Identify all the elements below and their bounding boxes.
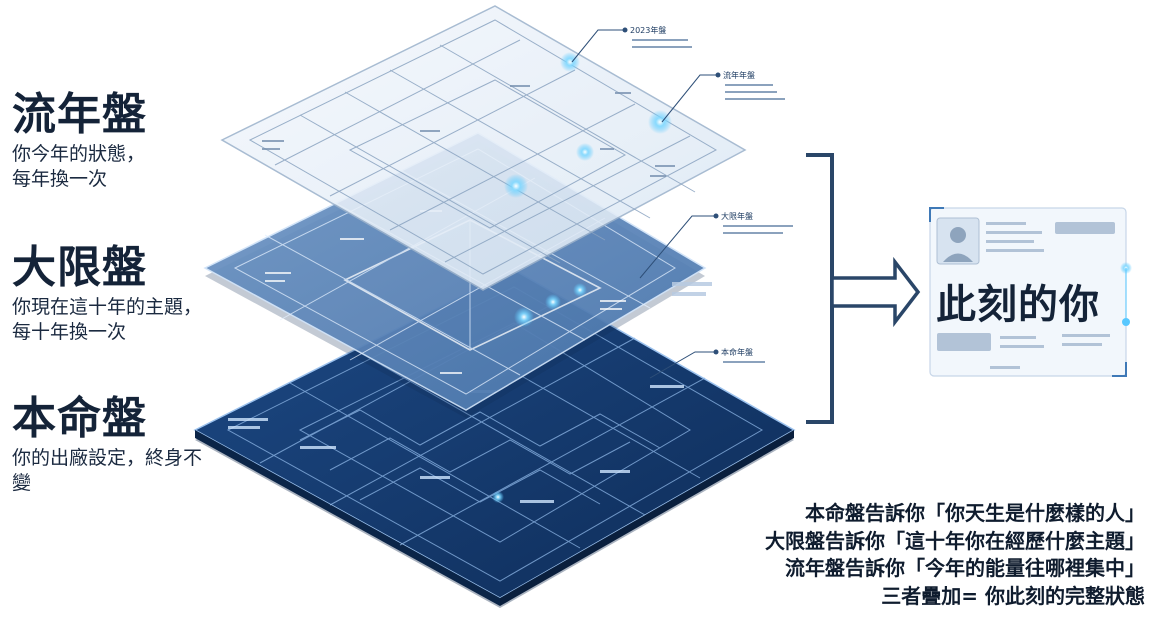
layer-desc-line: 變 bbox=[12, 471, 257, 496]
layer-desc-line: 你現在這十年的主題， bbox=[12, 295, 202, 320]
layer-desc: 你今年的狀態， 每年換一次 bbox=[12, 142, 147, 191]
layer-desc-line: 每年換一次 bbox=[12, 167, 147, 192]
layer-title: 本命盤 bbox=[12, 396, 257, 442]
layer-label-daxian: 大限盤 你現在這十年的主題， 每十年換一次 bbox=[12, 245, 202, 345]
result-title: 此刻的你 bbox=[936, 272, 1100, 330]
callout-liunian: 流年年盤 bbox=[723, 70, 755, 80]
layer-desc: 你現在這十年的主題， 每十年換一次 bbox=[12, 295, 202, 344]
layer-desc-line: 每十年換一次 bbox=[12, 320, 202, 345]
callout-daxian: 大限年盤 bbox=[721, 211, 753, 221]
summary: 本命盤告訴你「你天生是什麼樣的人」 大限盤告訴你「這十年你在經歷什麼主題」 流年… bbox=[765, 500, 1145, 610]
summary-line: 本命盤告訴你「你天生是什麼樣的人」 bbox=[765, 500, 1145, 528]
layer-label-benming: 本命盤 你的出廠設定，終身不 變 bbox=[12, 396, 257, 496]
arrow-icon bbox=[832, 262, 918, 322]
avatar bbox=[937, 218, 979, 264]
layer-title: 流年盤 bbox=[12, 92, 147, 138]
summary-line: 三者疊加= 你此刻的完整狀態 bbox=[765, 583, 1145, 611]
layer-desc: 你的出廠設定，終身不 變 bbox=[12, 446, 257, 495]
layer-title: 大限盤 bbox=[12, 245, 202, 291]
summary-line: 大限盤告訴你「這十年你在經歷什麼主題」 bbox=[765, 528, 1145, 556]
layer-desc-line: 你的出廠設定，終身不 bbox=[12, 446, 257, 471]
callout-detail-lines bbox=[632, 39, 793, 363]
layer-desc-line: 你今年的狀態， bbox=[12, 142, 147, 167]
bracket bbox=[806, 155, 832, 422]
layer-label-liunian: 流年盤 你今年的狀態， 每年換一次 bbox=[12, 92, 147, 192]
callout-2023: 2023年盤 bbox=[630, 25, 666, 35]
callout-benming: 本命年盤 bbox=[721, 347, 753, 357]
summary-line: 流年盤告訴你「今年的能量往哪裡集中」 bbox=[765, 555, 1145, 583]
